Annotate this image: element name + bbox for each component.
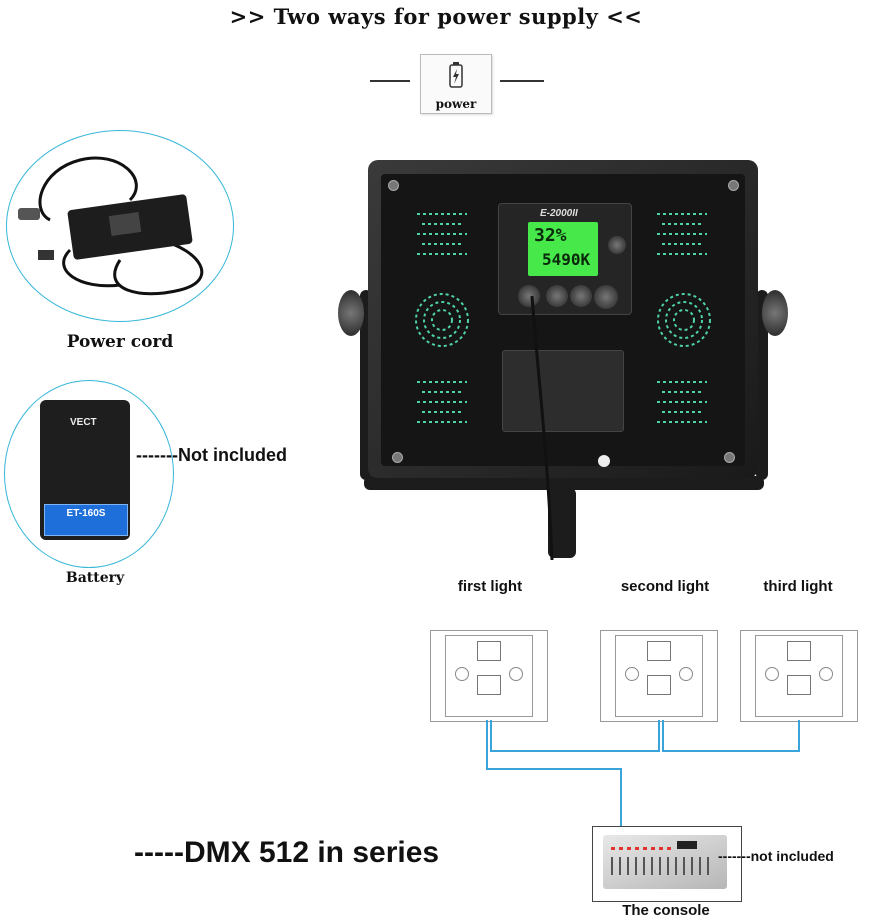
dmx-in-port — [546, 285, 568, 307]
screw — [728, 180, 739, 191]
light-label-first: first light — [457, 578, 523, 595]
divider-right — [500, 80, 544, 82]
lcd-display: 32% 5490K — [528, 222, 598, 276]
vent-pattern — [415, 213, 711, 423]
power-badge: power — [420, 54, 492, 114]
dmx-cable — [490, 750, 660, 752]
light-label-second: second light — [620, 578, 710, 595]
dmx-cable — [486, 768, 622, 770]
lcd-brightness: 32% — [534, 225, 567, 246]
power-cable — [530, 296, 554, 560]
dmx-out-port — [570, 285, 592, 307]
power-cord-caption: Power cord — [66, 332, 174, 352]
on-off-button — [608, 236, 626, 254]
dmx-cable — [798, 720, 800, 752]
dmx-cable — [486, 720, 488, 770]
battery-model: ET-160S — [66, 508, 106, 519]
light-label-third: third light — [763, 578, 833, 595]
screw — [388, 180, 399, 191]
console-not-included: -------not included — [718, 848, 834, 864]
mini-light-third — [740, 630, 858, 722]
battery-model-strip: ET-160S — [44, 504, 128, 536]
divider-left — [370, 80, 410, 82]
dmx-series-label: -----DMX 512 in series — [134, 836, 440, 869]
battery-image: VECT ET-160S — [40, 400, 130, 540]
yoke-arm — [756, 290, 768, 480]
dmx-cable — [620, 768, 622, 826]
battery-bolt-icon — [449, 62, 463, 88]
battery-brand: VECT — [70, 417, 97, 428]
mini-light-first — [430, 630, 548, 722]
model-label: E-2000II — [540, 208, 578, 219]
yoke-bottom — [364, 476, 764, 490]
dmx-cable — [662, 720, 664, 752]
dmx-cable — [658, 720, 660, 752]
power-cord-image — [18, 156, 204, 296]
v-mount-plate — [502, 350, 624, 432]
console-caption: The console — [622, 902, 710, 919]
lcd-color-temp: 5490K — [542, 250, 591, 269]
side-knob — [762, 290, 788, 336]
dmx-cable — [662, 750, 800, 752]
dmx-console — [592, 826, 742, 902]
indicator-led — [598, 455, 610, 467]
dmx-cable — [490, 720, 492, 752]
screw — [724, 452, 735, 463]
mini-light-second — [600, 630, 718, 722]
page-title: >> Two ways for power supply << — [229, 4, 643, 29]
side-knob — [338, 290, 364, 336]
power-label: power — [435, 97, 477, 111]
battery-not-included: -------Not included — [136, 445, 287, 465]
power-color-dial — [594, 285, 618, 309]
dc-input-port — [518, 285, 540, 307]
screw — [392, 452, 403, 463]
battery-caption: Battery — [65, 570, 125, 586]
